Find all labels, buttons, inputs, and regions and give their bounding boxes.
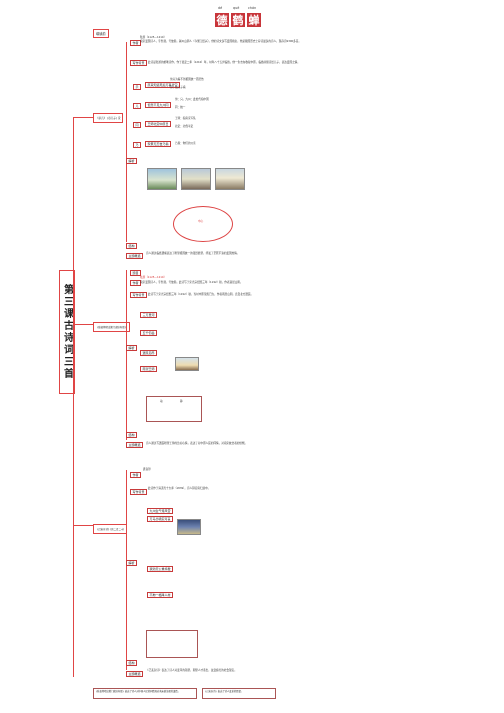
poem2-table-head-1: 动 [160, 400, 163, 403]
poem1-section-tong: 同 [133, 122, 142, 129]
poem3-writing-text: 此诗作于清道光十九年（1839），诗人辞官南归途中。 [148, 487, 211, 490]
poem3-note-2: 万马齐喑究可哀 [147, 516, 174, 523]
poem2-summary: 诗人通过写遗民盼望王师的急切心情，表达了对中原人民的同情，对南宋统治者的愤慨。 [146, 442, 248, 445]
poem3-note-3: 我劝天公重抖擞 [147, 566, 174, 573]
poem1-left-label: 《示儿》 (示儿子) 宋 [93, 113, 124, 123]
lesson-spine: 第三课古诗词三首 [59, 270, 75, 394]
poem1-sec-nai-2: 乃翁：你们的父亲 [175, 142, 196, 145]
poem3-author-node: 作者 [130, 472, 142, 479]
poem1-author-line: 陆游（1125—1210） [140, 36, 167, 39]
poem1-structure-node: 结构 [126, 243, 138, 250]
poem3-theme-node: 主题概括 [126, 671, 144, 678]
poem1-header-tag: 填读前 [93, 29, 109, 38]
poem1-illustration-2 [181, 168, 211, 190]
poem3-structure-node: 结构 [126, 660, 138, 667]
poem1-analysis-node: 解析 [126, 158, 138, 165]
poem3-writing-node: 写作背景 [130, 489, 148, 496]
poem1-sec-er-1: 但悲不见九州同 [145, 102, 172, 109]
poem2-section-4: 南望王师 [140, 366, 158, 373]
poem1-sec-shi-3: 示：给儿子看 [170, 86, 186, 89]
poem2-theme-node: 主题概括 [126, 442, 144, 449]
poem2-section-1: 三万里河 [140, 312, 158, 319]
poem3-illustration [177, 519, 201, 535]
poem1-center-oval [173, 206, 233, 242]
poem3-analysis-node: 解析 [126, 560, 138, 567]
poem1-sec-shi-2: 但只为看不到祖国统一而悲伤 [170, 78, 204, 81]
poem1-illustration-1 [147, 168, 177, 190]
poem3-table [146, 630, 198, 658]
footer-right-text: 《己亥杂诗》表达了诗人变革的愿望。 [204, 690, 244, 693]
poem1-section-nai: 乃 [133, 142, 142, 149]
poem1-sec-tong-1: 王师北定中原日 [145, 121, 172, 128]
poem3-summary: 《己亥杂诗》表达了诗人对变革的渴望，期望人才辈出，改变腐朽的社会现实。 [146, 669, 237, 672]
poem1-sec-tong-2: 王师：指南宋军队 [175, 117, 196, 120]
footer-left-note: 《秋夜将晓出篱门迎凉有感》表达了诗人对中原人民的同情和对南宋统治者的谴责。 [93, 688, 197, 699]
pinyin-1: dé [218, 6, 223, 10]
poem3-note-1: 九州生气恃风雷 [147, 508, 174, 515]
poem2-structure-node: 结构 [126, 432, 138, 439]
poem2-author-desc: 南宋爱国诗人，字务观，号放翁。此诗写于宋光宗绍熙三年（1192）秋，作者退居山阴… [140, 281, 243, 284]
poem1-author-node: 作者 [130, 40, 142, 47]
pinyin-3: chán [248, 6, 257, 10]
poem1-sec-er-3: 同：统一 [175, 106, 186, 109]
poem2-table [146, 396, 202, 422]
poem2-left-label: 《秋夜将晓出篱门迎凉有感》 [93, 322, 131, 332]
poem1-theme-node: 主题概括 [126, 253, 144, 260]
title-char-2: 鹤 [231, 13, 245, 27]
poem1-writing-node: 写作背景 [130, 60, 148, 67]
poem1-sec-er-2: 但：只。九州：此处代指中国 [175, 98, 209, 101]
poem2-section-2: 五千仞岳 [140, 330, 158, 337]
poem2-title-node: 题目 [130, 270, 142, 277]
poem1-writing-text: 此诗是陆游的绝笔诗作，作于嘉定二年（1210）年，时年八十五岁临终。他一生志在收… [148, 61, 300, 64]
poem2-illustration [175, 357, 199, 371]
poem1-section-shi: 示 [133, 84, 142, 91]
poem2-section-3: 遗民泪尽 [140, 350, 158, 357]
poem2-analysis-node: 解析 [126, 345, 138, 352]
poem2-author-line: 陆游（1125—1210） [140, 276, 167, 279]
poem3-left-label: 《己亥杂诗》(其二百二十) [93, 524, 128, 534]
poem3-author-line: 龚自珍 [143, 468, 151, 471]
poem1-sec-nai-1: 家祭无忘告乃翁 [145, 141, 172, 148]
poem2-writing-node: 写作背景 [130, 292, 148, 299]
poem1-center-label: 中心 [198, 220, 204, 223]
poem2-author-node: 作者 [130, 280, 142, 287]
poem1-sec-shi-1: 原来知道死后万事皆空 [145, 82, 181, 89]
poem3-note-4: 不拘一格降人材 [147, 592, 174, 599]
footer-right-note: 《己亥杂诗》表达了诗人变革的愿望。 [202, 688, 276, 699]
poem1-illustration-3 [215, 168, 245, 190]
poem1-author-desc: 南宋爱国诗人，字务观，号放翁，越州山阴人（今浙江绍兴）。他的诗文多写爱国抱负，他… [140, 40, 301, 43]
poem2-writing-text: 此诗写于宋光宗绍熙三年（1192）秋，当时中原沦陷已久，作者闲居山阴，念及北方遗… [148, 293, 254, 296]
footer-left-text: 《秋夜将晓出篱门迎凉有感》表达了诗人对中原人民的同情和对南宋统治者的谴责。 [95, 690, 180, 693]
lesson-title: 第三课古诗词三首 [61, 284, 73, 380]
pinyin-2: quē [233, 6, 240, 10]
poem2-table-head-2: 静 [180, 400, 183, 403]
title-char-1: 德 [215, 13, 229, 27]
poem1-sec-tong-3: 北定：北伐平定 [175, 125, 194, 128]
title-char-3: 蝉 [247, 13, 261, 27]
poem1-section-er: 儿 [133, 103, 142, 110]
poem1-summary: 诗人通过临终遗嘱表达了盼望祖国统一的强烈愿望，抒发了至死不渝的爱国热情。 [146, 252, 240, 255]
